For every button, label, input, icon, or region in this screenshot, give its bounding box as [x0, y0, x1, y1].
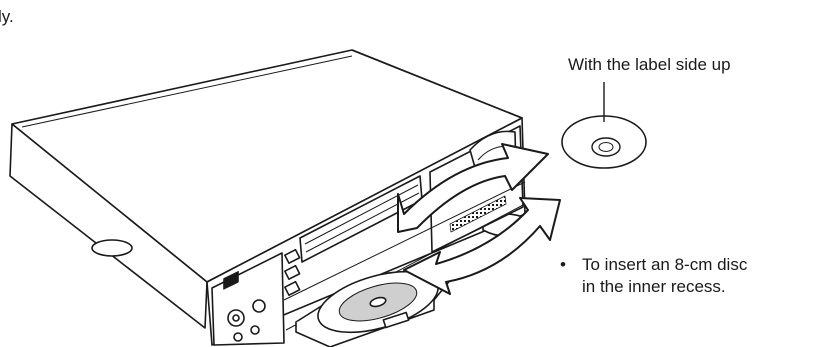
disc-icon — [562, 116, 646, 168]
